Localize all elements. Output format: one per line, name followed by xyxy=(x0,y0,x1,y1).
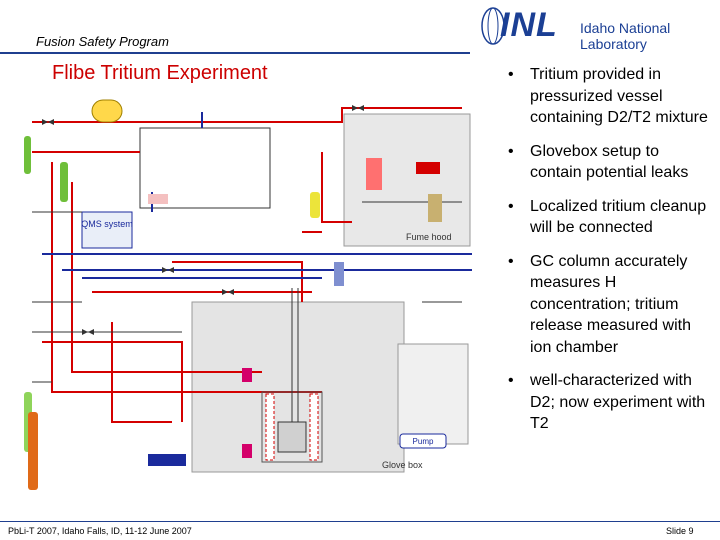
bullet-item: • well-characterized with D2; now experi… xyxy=(498,370,713,435)
red-piping xyxy=(32,107,462,423)
bullet-text: Glovebox setup to contain potential leak… xyxy=(530,142,689,182)
heater-element xyxy=(366,158,382,190)
valve-icon xyxy=(82,329,88,335)
bullet-marker: • xyxy=(508,66,514,83)
bullet-text: Localized tritium cleanup will be connec… xyxy=(530,197,707,237)
sampling-panel xyxy=(139,127,271,209)
valve-icon xyxy=(42,119,48,125)
ion-chamber-unit xyxy=(416,162,440,174)
program-label: Fusion Safety Program xyxy=(36,34,169,49)
outlet-box xyxy=(148,454,186,466)
bullet-marker: • xyxy=(508,197,514,215)
pump-box xyxy=(399,433,447,449)
valve-icon xyxy=(228,289,234,295)
slide-title: Flibe Tritium Experiment xyxy=(52,62,268,84)
qms-box xyxy=(81,211,133,249)
bullet-item: • GC column accurately measures H concen… xyxy=(498,251,713,359)
valve-icon xyxy=(222,289,228,295)
gas-cylinder xyxy=(310,192,320,218)
getter-vessel xyxy=(91,99,123,123)
bullet-text: GC column accurately measures H concentr… xyxy=(530,252,691,356)
filter-element xyxy=(334,262,344,286)
valve-icon xyxy=(48,119,54,125)
thermocouple xyxy=(242,444,252,458)
footer-conference: PbLi-T 2007, Idaho Falls, ID, 11-12 June… xyxy=(8,526,192,536)
valve-icon xyxy=(162,267,168,273)
gas-cylinder xyxy=(28,412,38,490)
bullet-marker: • xyxy=(508,252,514,270)
bullet-list: • Tritium provided in pressurized vessel… xyxy=(498,64,713,445)
sampling-tube xyxy=(148,194,168,204)
valve-icon xyxy=(352,105,358,111)
black-piping xyxy=(32,201,462,383)
experiment-schematic: QMS system xyxy=(24,99,472,490)
heater-coil xyxy=(309,393,319,461)
valve-icon xyxy=(358,105,364,111)
valve-icon xyxy=(168,267,174,273)
bullet-marker: • xyxy=(508,372,514,389)
gas-cylinder xyxy=(24,136,31,174)
bullet-item: • Tritium provided in pressurized vessel… xyxy=(498,64,713,129)
bullet-marker: • xyxy=(508,142,514,160)
logo-name: Idaho National Laboratory xyxy=(580,20,671,52)
footer-rule xyxy=(0,521,720,522)
bullet-item: • Localized tritium cleanup will be conn… xyxy=(498,196,713,239)
header-rule xyxy=(0,52,470,54)
bullet-item: • Glovebox setup to contain potential le… xyxy=(498,141,713,184)
slide-number: Slide 9 xyxy=(666,526,694,536)
valve-icon xyxy=(88,329,94,335)
bullet-text: well-characterized with D2; now experime… xyxy=(530,372,706,432)
fume-hood-label: Fume hood xyxy=(406,232,452,242)
side-enclosure xyxy=(397,343,469,445)
bullet-text: Tritium provided in pressurized vessel c… xyxy=(530,66,708,126)
qms-label: QMS system xyxy=(81,219,133,229)
heater-coil xyxy=(265,393,275,461)
pump-label: Pump xyxy=(413,437,434,446)
fume-hood-box xyxy=(343,113,471,247)
cold-trap xyxy=(428,194,442,222)
gas-cylinder xyxy=(60,162,68,202)
logo-mark: INL xyxy=(500,6,558,44)
inl-logo: INL Idaho National Laboratory xyxy=(480,4,710,52)
valves xyxy=(42,105,364,335)
atom-icon xyxy=(481,7,505,45)
thermocouple xyxy=(242,368,252,382)
crucible xyxy=(277,421,307,453)
glove-box-label: Glove box xyxy=(382,460,423,470)
